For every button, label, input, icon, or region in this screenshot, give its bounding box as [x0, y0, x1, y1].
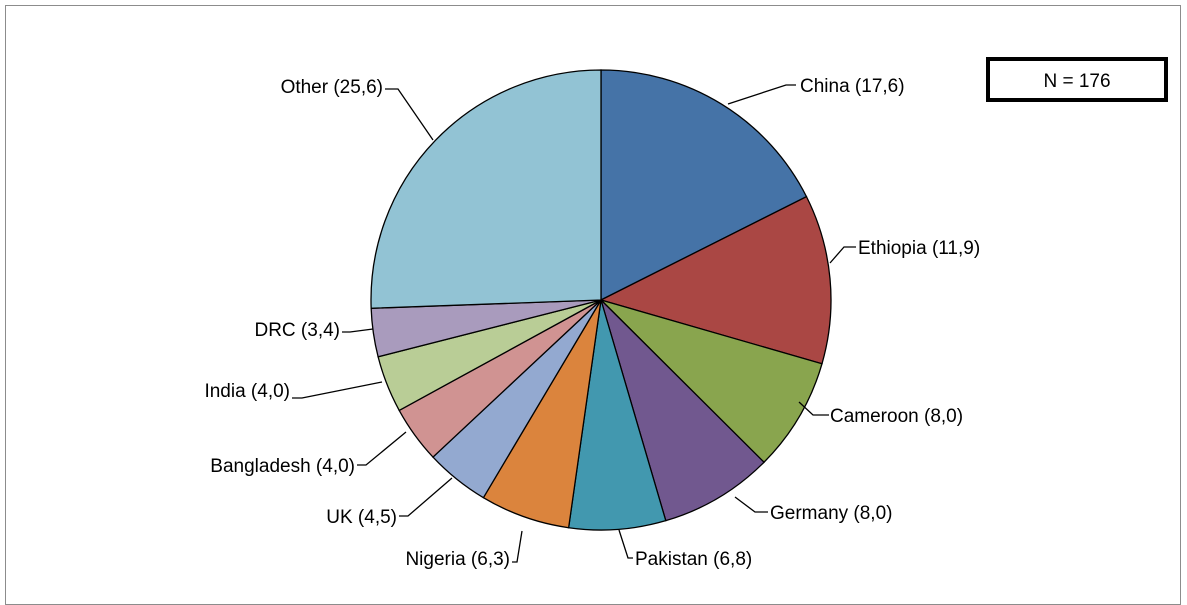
- slice-label: China (17,6): [800, 76, 905, 97]
- slice-label: UK (4,5): [326, 507, 397, 528]
- slice-label: Pakistan (6,8): [635, 549, 752, 570]
- slice-label: Bangladesh (4,0): [210, 456, 355, 477]
- leader-line: [618, 529, 633, 559]
- leader-line: [829, 246, 856, 264]
- pie-slice: [599, 195, 832, 365]
- slice-label: Germany (8,0): [770, 503, 892, 524]
- slice-label: Other (25,6): [281, 77, 383, 98]
- slice-label: India (4,0): [204, 381, 290, 402]
- n-annotation-box: N = 176: [986, 57, 1168, 102]
- leader-line: [292, 381, 383, 399]
- n-annotation: N = 176: [1043, 71, 1110, 92]
- pie-slice: [600, 299, 765, 522]
- slice-label: Cameroon (8,0): [830, 406, 963, 427]
- slice-label: Nigeria (6,3): [405, 549, 510, 570]
- slice-label: Ethiopia (11,9): [858, 238, 980, 259]
- leader-line: [342, 328, 374, 333]
- pie-slice: [370, 69, 602, 309]
- slice-labels: China (17,6) Ethiopia (11,9) Cameroon (8,0…: [204, 76, 980, 570]
- pie-slice: [600, 69, 808, 302]
- leader-line: [727, 84, 796, 105]
- leader-lines: [292, 84, 856, 563]
- leader-line: [357, 431, 407, 466]
- pie-slices: [370, 69, 832, 531]
- pie-slice: [600, 299, 823, 464]
- leader-line: [734, 496, 768, 513]
- leader-line: [798, 401, 829, 416]
- leader-line: [399, 477, 453, 517]
- pie-chart: China (17,6) Ethiopia (11,9) Cameroon (8,0…: [204, 57, 1168, 570]
- leader-line: [512, 530, 523, 563]
- slice-label: DRC (3,4): [254, 320, 340, 341]
- leader-line: [385, 88, 434, 141]
